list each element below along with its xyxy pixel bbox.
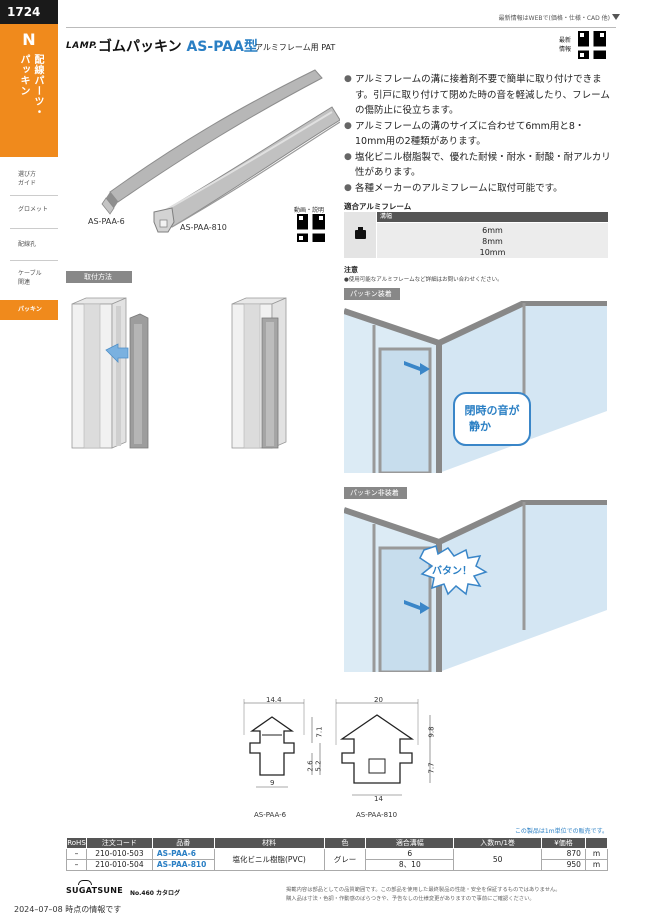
sidebar-divider [10, 228, 58, 229]
category-letter: N [22, 30, 36, 49]
installed-callout-line1: 閉時の音が [465, 403, 520, 417]
sidebar-item-wiring-hole[interactable]: 配線孔 [18, 241, 37, 248]
dim-b-bottom: 14 [374, 795, 383, 803]
header-rule [66, 27, 616, 28]
category-tab-active[interactable]: N 配線パーツ・ パッキン [0, 24, 58, 157]
material-cell: 塩化ビニル樹脂(PVC) [213, 848, 325, 871]
qr-code-icon[interactable] [578, 31, 606, 59]
groove-width-header: 溝幅 [377, 212, 608, 222]
product-subtitle: アルミフレーム用 PAT [255, 43, 336, 52]
col-unit [584, 837, 609, 849]
col-material: 材料 [213, 837, 325, 849]
model-link[interactable]: AS-PAA-6 [151, 848, 215, 860]
lamp-logo: LAMP. [66, 41, 98, 51]
video-qr-code-icon[interactable] [297, 214, 325, 242]
category-label-line2: パッキン [18, 54, 29, 96]
triangle-down-icon [612, 14, 620, 20]
feature-list: アルミフレームの溝に接着剤不要で簡単に取り付けできます。引戸に取り付けて閉めた時… [344, 72, 612, 196]
installed-illustration: 閉時の音が 静か [344, 301, 607, 473]
installed-label: パッキン装着 [344, 288, 400, 300]
col-groove: 適合溝幅 [365, 837, 455, 849]
col-rohs: RoHS [66, 837, 87, 849]
info-date: 2024–07–08 時点の情報です [14, 905, 122, 914]
dim-a-h1: 7.1 [315, 726, 324, 738]
compatible-frame-table: 溝幅 6mm 8mm 10mm [344, 212, 608, 258]
web-info-link[interactable]: 最新情報はWEBで(価格・仕様・CAD 他) [498, 15, 610, 22]
product-model: AS-PAA型 [186, 39, 258, 55]
col-order-code: 注文コード [85, 837, 153, 849]
product-title: ゴムパッキン AS-PAA型 [98, 39, 258, 55]
feature-item: アルミフレームの溝のサイズに合わせて6mm用と8・10mm用の2種類があります。 [344, 119, 612, 150]
table-row: – 210-010-503 AS-PAA-6 塩化ビニル樹脂(PVC) グレー … [66, 848, 609, 871]
feature-item: アルミフレームの溝に接着剤不要で簡単に取り付けできます。引戸に取り付けて閉めた時… [344, 72, 612, 119]
photo-label-as-paa-6: AS-PAA-6 [88, 217, 125, 226]
video-explanation-label: 動画・説明 [294, 207, 325, 214]
compatible-frame-title: 適合アルミフレーム [344, 202, 412, 211]
aluminum-frame-icon [355, 227, 366, 239]
dim-b-h2: 7.7 [427, 762, 436, 774]
col-qty: 入数m/1巻 [453, 837, 543, 849]
dim-a-h3: 5.2 [314, 760, 323, 772]
mounting-diagram [71, 297, 287, 449]
category-sidebar: 1724 N 配線パーツ・ パッキン 選び方 ガイド グロメット 配線孔 ケーブ… [0, 0, 58, 919]
disclaimer: 掲載内容は部品としての品質範囲です。この部品を使用した最終製品の性能・安全を保証… [286, 887, 561, 902]
caution-title: 注意 [344, 266, 358, 274]
color-cell: グレー [323, 848, 367, 871]
sidebar-divider [10, 260, 58, 261]
not-installed-label: パッキン非装着 [344, 487, 407, 499]
spec-table: RoHS 注文コード 品番 材料 色 適合溝幅 入数m/1巻 ¥価格 – 210… [66, 837, 609, 871]
feature-item: 各種メーカーのアルミフレームに取付可能です。 [344, 181, 612, 197]
catalog-number: No.460 カタログ [130, 890, 181, 897]
groove-width-values: 6mm 8mm 10mm [377, 223, 608, 258]
dimension-drawings [243, 699, 431, 796]
not-installed-callout: バタン！ [432, 565, 472, 577]
photo-label-as-paa-810: AS-PAA-810 [180, 223, 227, 232]
sidebar-divider [10, 195, 58, 196]
dim-b-h1: 9.8 [427, 726, 436, 738]
sugatsune-logo: SUGATSUNE [66, 886, 123, 895]
dim-b-width: 20 [374, 696, 383, 704]
sidebar-item-grommet[interactable]: グロメット [18, 206, 49, 213]
sidebar-item-packing[interactable]: パッキン [0, 300, 58, 320]
installed-callout-line2: 静か [469, 419, 491, 433]
col-color: 色 [323, 837, 367, 849]
product-photo [101, 69, 340, 233]
qty-cell: 50 [453, 848, 543, 871]
mounting-method-label: 取付方法 [66, 271, 132, 283]
dim-b-name: AS-PAA-810 [356, 811, 398, 819]
latest-info-label: 最新 情報 [558, 37, 571, 53]
sidebar-item-cable[interactable]: ケーブル 関連 [18, 270, 42, 286]
dim-a-h2: 2.6 [306, 760, 315, 772]
caution-text: ●使用可能なアルミフレームなど詳細はお問い合わせください。 [344, 277, 503, 283]
col-price: ¥価格 [541, 837, 586, 849]
page-number: 1724 [0, 0, 58, 24]
dim-a-name: AS-PAA-6 [254, 811, 287, 819]
feature-item: 塩化ビニル樹脂製で、優れた耐候・耐水・耐酸・耐アルカリ性があります。 [344, 150, 612, 181]
sidebar-item-selection-guide[interactable]: 選び方 ガイド [18, 171, 37, 187]
not-installed-illustration: バタン！ [344, 500, 607, 672]
dim-a-width: 14.4 [266, 696, 282, 704]
model-link[interactable]: AS-PAA-810 [151, 859, 215, 871]
unit-sale-note: この製品は1m単位での販売です。 [514, 828, 608, 835]
table-row: – 210-010-504 AS-PAA-810 8、10 950 m [66, 859, 609, 871]
category-label-line1: 配線パーツ・ [32, 54, 43, 117]
col-model: 品番 [151, 837, 215, 849]
dim-a-bottom: 9 [270, 779, 275, 787]
sugatsune-logo-mark [78, 880, 92, 885]
spec-header-row: RoHS 注文コード 品番 材料 色 適合溝幅 入数m/1巻 ¥価格 [66, 837, 609, 849]
